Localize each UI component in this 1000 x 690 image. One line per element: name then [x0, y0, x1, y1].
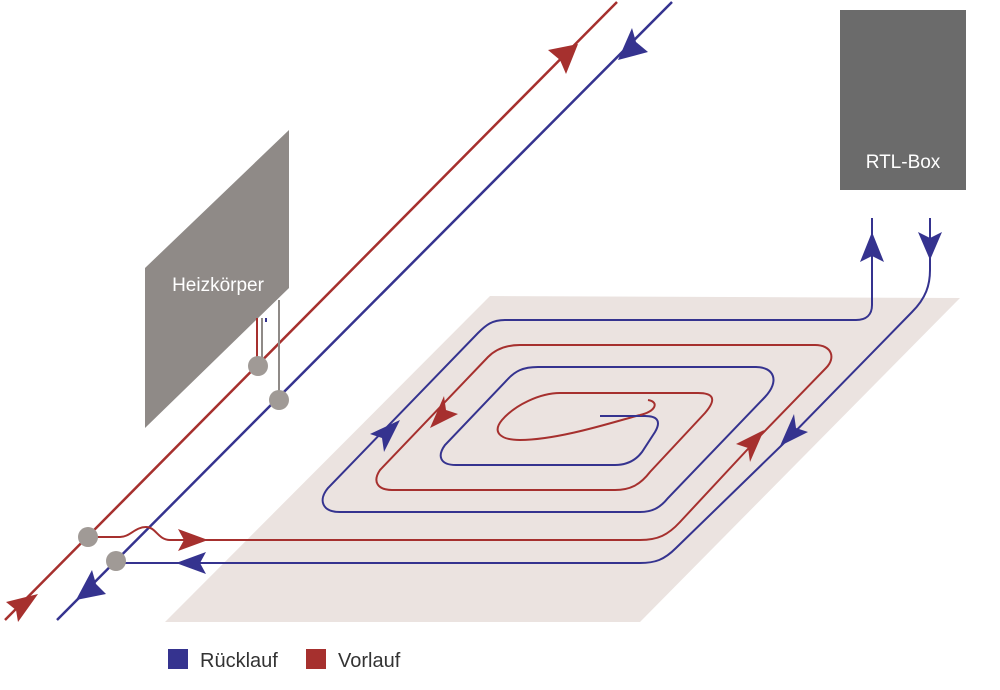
arrow-supply-diagonal: [736, 430, 764, 462]
valve-radiator-return: [269, 390, 289, 410]
valve-floor-supply: [78, 527, 98, 547]
arrow-main-supply: [548, 44, 578, 74]
floor-loop-supply-inner: [639, 399, 656, 416]
main-supply-pipe: [4, 1, 618, 621]
main-return-pipe: [56, 1, 673, 621]
arrow-return-diagonal: [780, 414, 808, 446]
legend: Rücklauf Vorlauf: [168, 649, 401, 672]
arrow-rtl-up: [860, 232, 884, 262]
arrow-supply-left: [430, 396, 458, 428]
arrow-main-return: [618, 28, 648, 60]
rtl-box-label: RTL-Box: [866, 152, 941, 173]
floor-loop-supply: [88, 344, 833, 541]
radiator-label: Heizkörper: [172, 275, 265, 296]
floor-loop-return: [321, 218, 873, 513]
legend-swatch-ruecklauf: [168, 649, 188, 669]
radiator-panel: [145, 130, 289, 428]
valve-radiator-supply: [248, 356, 268, 376]
arrow-floor-supply-in: [178, 529, 208, 551]
arrow-floor-return-out: [176, 552, 206, 574]
legend-label-vorlauf: Vorlauf: [338, 650, 401, 672]
valve-floor-return: [106, 551, 126, 571]
rtl-box: [840, 10, 966, 190]
arrow-return-out: [76, 570, 106, 600]
arrow-rtl-down: [918, 232, 942, 260]
legend-label-ruecklauf: Rücklauf: [200, 650, 278, 672]
arrow-return-left: [370, 420, 400, 452]
arrow-supply-in: [6, 594, 38, 622]
legend-swatch-vorlauf: [306, 649, 326, 669]
